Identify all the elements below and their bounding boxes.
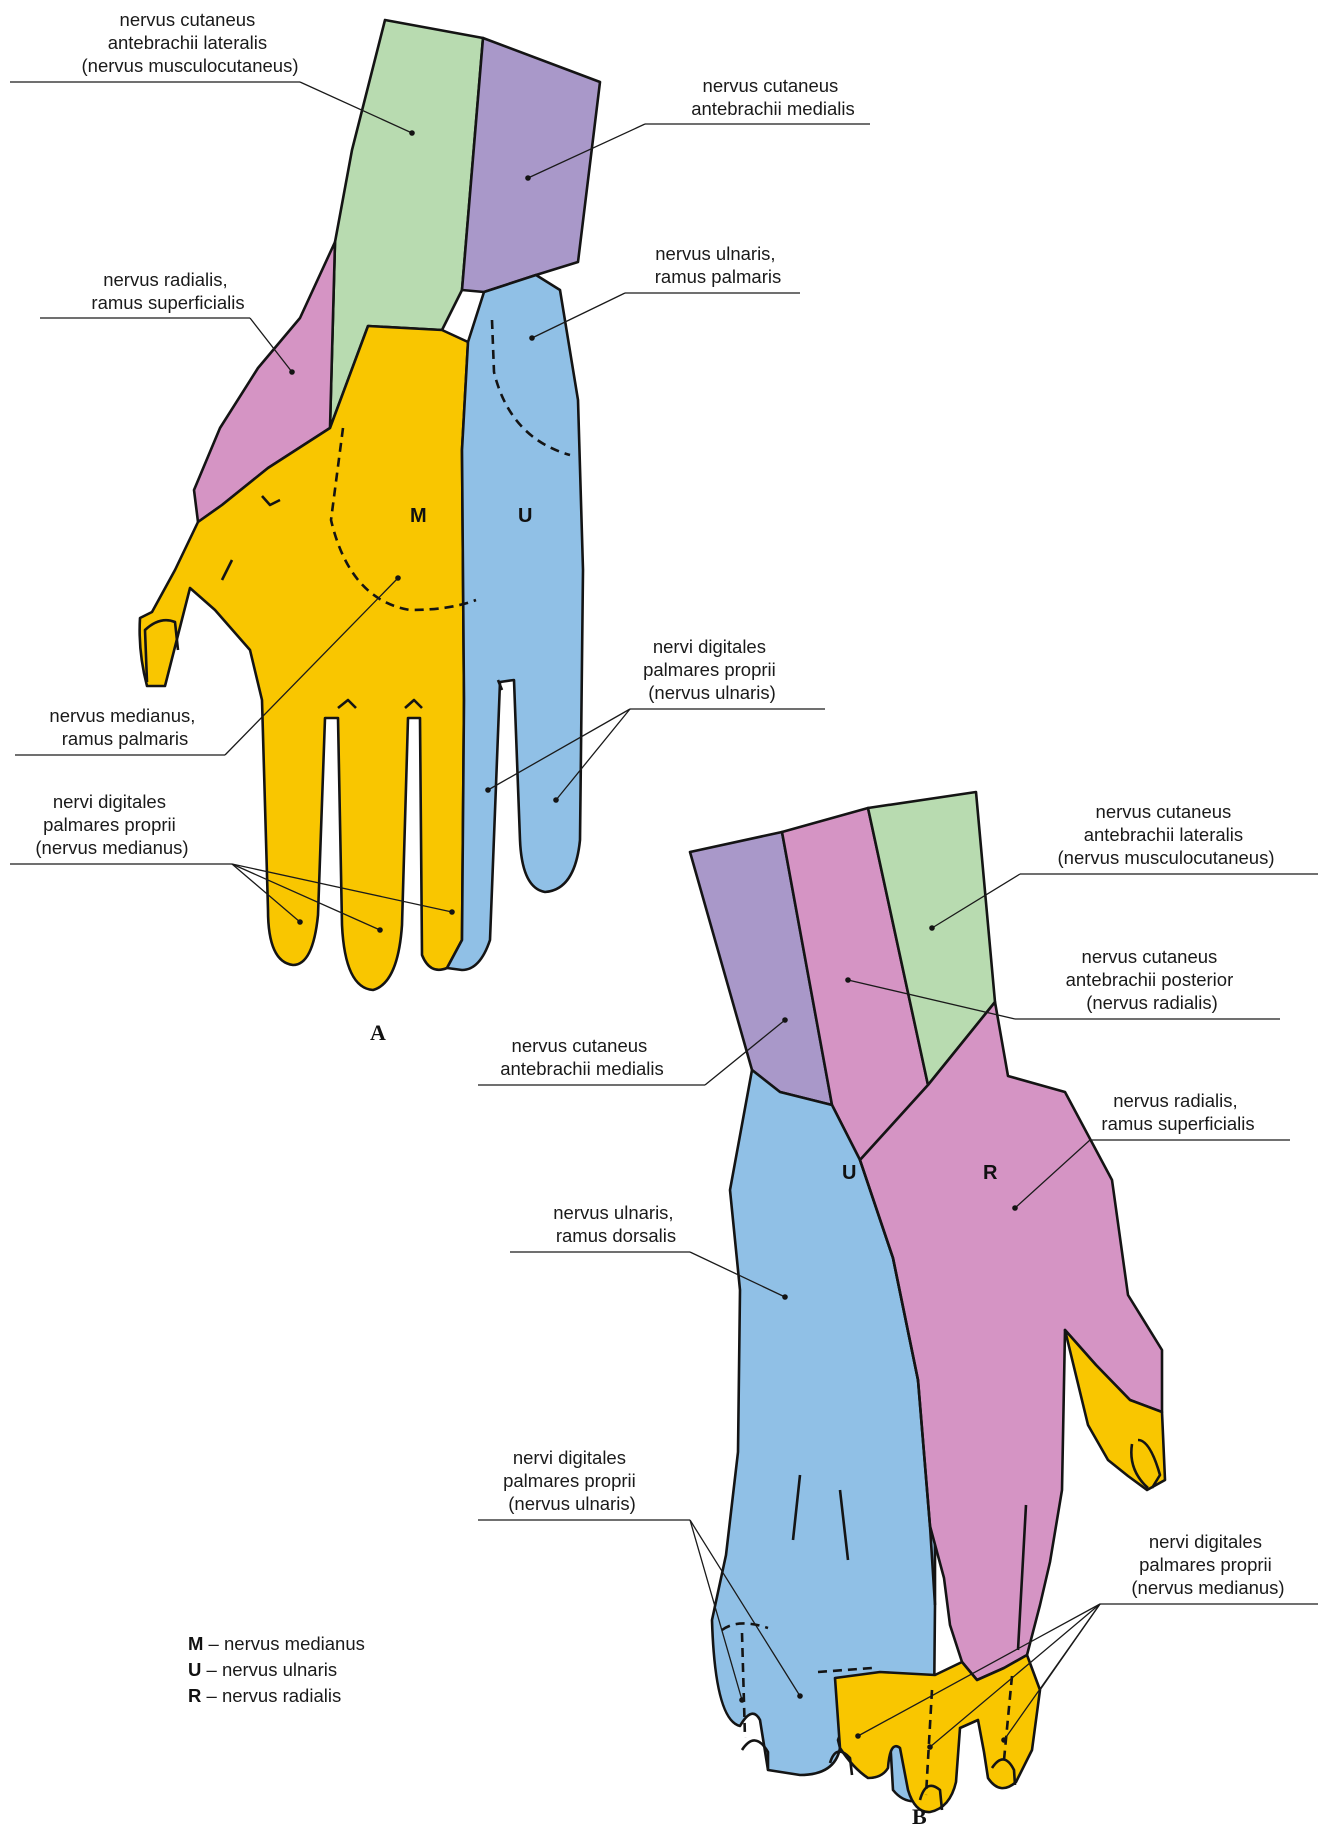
figure-b-cut-lat-label: nervus cutaneus antebrachii lateralis (n…: [1058, 801, 1275, 868]
figure-a-blue-region: [447, 275, 583, 970]
figure-a-letter-u: U: [518, 505, 532, 527]
figure-a-hand: M U A: [140, 20, 600, 1045]
figure-b-cut-med-label: nervus cutaneus antebrachii medialis: [500, 1035, 664, 1079]
figure-b-dig-med-label: nervi digitales palmares proprii (nervus…: [1131, 1531, 1284, 1598]
figure-b-caption: B: [912, 1804, 927, 1829]
legend-item-m: M – nervus medianus: [188, 1633, 365, 1654]
figure-b-uln-dors-label: nervus ulnaris, ramus dorsalis: [553, 1202, 678, 1246]
figure-a-purple-region: [462, 38, 600, 292]
figure-a-med-palm-label: nervus medianus, ramus palmaris: [49, 705, 200, 749]
figure-a-uln-palm-label: nervus ulnaris, ramus palmaris: [655, 243, 781, 287]
figure-a-cut-med-label: nervus cutaneus antebrachii medialis: [691, 75, 855, 119]
figure-a-dig-med-label: nervi digitales palmares proprii (nervus…: [35, 791, 188, 858]
figure-a-letter-m: M: [410, 505, 427, 527]
legend-item-r: R – nervus radialis: [188, 1685, 341, 1706]
figure-b-rad-sup-label: nervus radialis, ramus superficialis: [1101, 1090, 1254, 1134]
figure-b-dig-uln-label: nervi digitales palmares proprii (nervus…: [503, 1447, 641, 1514]
legend: M – nervus medianus U – nervus ulnaris R…: [188, 1633, 365, 1706]
figure-b-cut-post-label: nervus cutaneus antebrachii posterior (n…: [1066, 946, 1239, 1013]
legend-item-u: U – nervus ulnaris: [188, 1659, 337, 1680]
figure-a-cut-lat-label: nervus cutaneus antebrachii lateralis (n…: [82, 9, 299, 76]
figure-b-letter-u: U: [842, 1162, 856, 1184]
figure-b-letter-r: R: [983, 1162, 998, 1184]
figure-a-dig-uln-label: nervi digitales palmares proprii (nervus…: [643, 636, 781, 703]
figure-a-caption: A: [370, 1020, 386, 1045]
figure-a-rad-sup-label: nervus radialis, ramus superficialis: [91, 269, 244, 313]
